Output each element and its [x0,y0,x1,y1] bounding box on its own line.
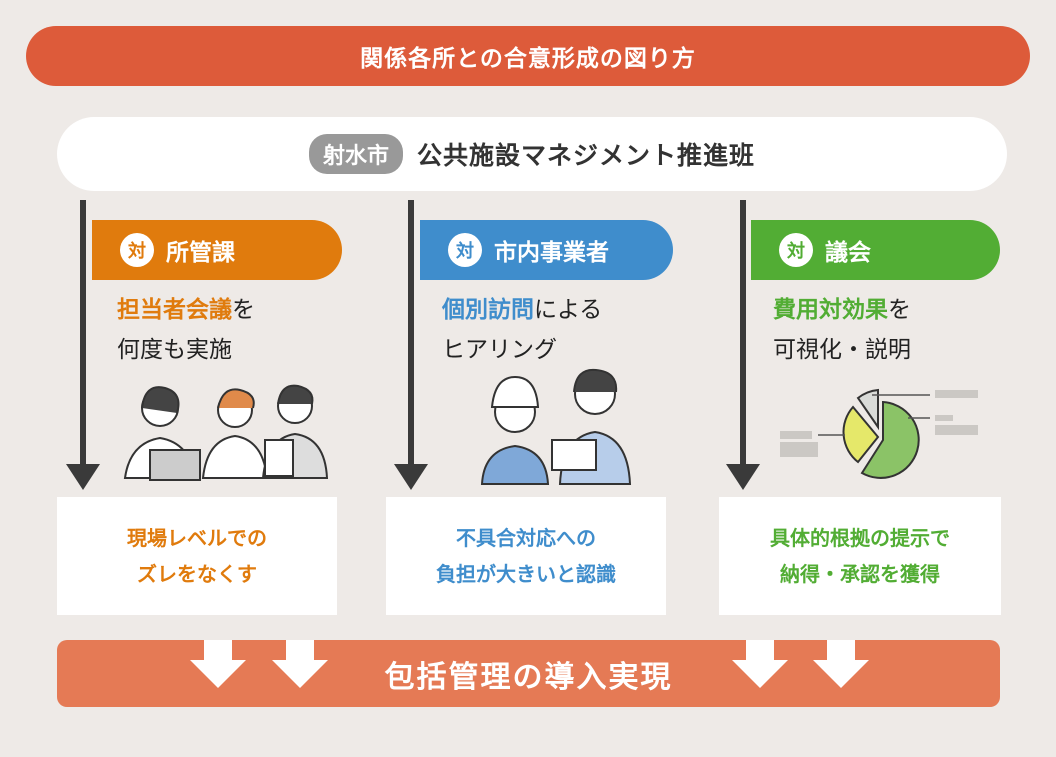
result-line: 具体的根拠の提示で [770,526,950,550]
diagram-title: 関係各所との合意形成の図り方 [360,46,696,72]
result-card-3: 具体的根拠の提示で 納得・承認を獲得 [719,497,1001,615]
desc-rest: を [232,297,255,323]
tab-label: 所管課 [166,240,235,266]
column-description: 担当者会議を 何度も実施 [117,290,255,370]
tai-icon: 対 [120,233,154,267]
result-line: 納得・承認を獲得 [780,562,940,586]
desc-line2: 何度も実施 [117,337,232,363]
arrow-down-icon [66,464,100,490]
desc-highlight: 費用対効果 [773,297,888,323]
desc-highlight: 個別訪問 [442,297,534,323]
tab-label: 議会 [825,240,871,266]
arrow-down-icon [394,464,428,490]
final-outcome-label: 包括管理の導入実現 [384,659,673,695]
meeting-people-illustration [123,384,329,481]
desc-rest: を [888,297,911,323]
white-arrow-down-icon [190,640,246,688]
arrow-down-icon [726,464,760,490]
tai-icon: 対 [448,233,482,267]
result-line: 現場レベルでの [127,526,267,550]
result-line: 不具合対応への [456,526,596,550]
pie-chart-illustration [780,388,978,479]
desc-line2: ヒアリング [442,337,557,363]
title-bar: 関係各所との合意形成の図り方 [26,26,1030,86]
tab-label: 市内事業者 [494,240,609,266]
result-card-2: 不具合対応への 負担が大きいと認識 [386,497,666,615]
tab-shokanka: 対 所管課 [92,220,342,280]
flow-line-1 [80,200,86,466]
tab-jigyosha: 対 市内事業者 [420,220,673,280]
white-arrow-down-icon [272,640,328,688]
column-description: 費用対効果を 可視化・説明 [773,290,911,370]
white-arrow-down-icon [813,640,869,688]
tab-gikai: 対 議会 [751,220,1000,280]
tai-icon: 対 [779,233,813,267]
worker-interview-illustration [480,368,632,485]
team-bar: 射水市 公共施設マネジメント推進班 [57,117,1007,191]
column-description: 個別訪問による ヒアリング [442,290,602,370]
city-badge: 射水市 [308,134,403,174]
desc-highlight: 担当者会議 [117,297,232,323]
result-line: 負担が大きいと認識 [436,562,616,586]
result-line: ズレをなくす [137,562,257,586]
flow-line-3 [740,200,746,466]
team-name: 公共施設マネジメント推進班 [417,141,756,170]
desc-line2: 可視化・説明 [773,337,911,363]
white-arrow-down-icon [732,640,788,688]
result-card-1: 現場レベルでの ズレをなくす [57,497,337,615]
flow-line-2 [408,200,414,466]
desc-rest: による [534,297,603,323]
